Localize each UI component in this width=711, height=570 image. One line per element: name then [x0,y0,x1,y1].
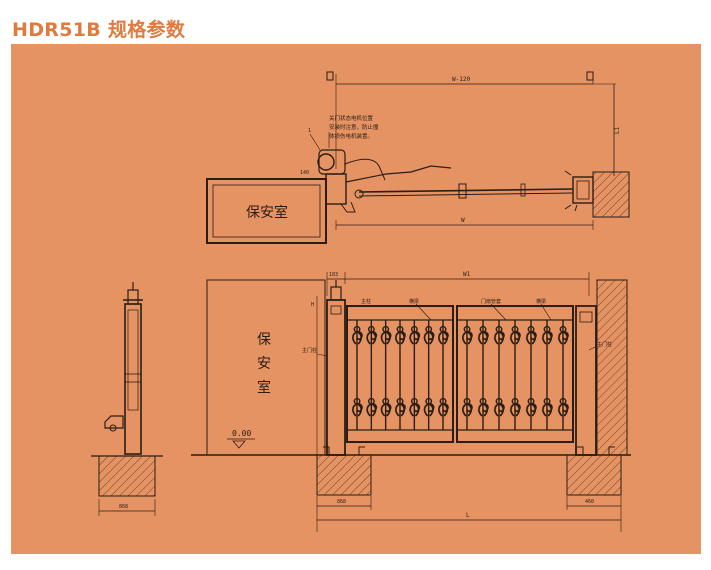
page-title: HDR51B 规格参数 [12,19,186,41]
dim-183-label: 183 [329,272,338,278]
plan-guard-room [206,178,327,244]
dim-868b-label: 868 [337,499,346,505]
side-foundation [98,455,156,497]
dim-868a-label: 868 [119,504,128,510]
elevation-guard-room-char-1: 保 [257,332,271,348]
left-main-column [326,299,346,456]
label-door-column-right: 主门柱 [597,341,612,348]
note-line-3: 体损伤电机装置。 [329,132,373,140]
right-wall [596,279,628,456]
dim-w1-label: W1 [463,271,471,278]
dim-l1-label: L1 [614,126,621,134]
right-foundation-plan [592,171,630,218]
plan-view: 保安室 W-120 L1 140 1 关门状态电 [206,71,630,244]
right-foundation [566,454,622,496]
left-foundation [316,454,372,496]
level-marker-icon [232,440,246,449]
callout-1: 1 [308,128,311,134]
post-marker-left [326,71,334,81]
gate-bars-left [352,320,449,430]
dim-140-label: 140 [300,170,309,176]
lamp-icon [330,286,342,301]
gate-specification-drawing: 保安室 W-120 L1 140 1 关门状态电 [91,71,631,532]
post-marker-right [586,71,594,81]
label-gate-tube: 门扇管套 [481,298,501,305]
label-beam-b: 横梁 [536,298,546,305]
dim-460-label: 460 [585,499,594,505]
side-view: 868 [91,282,163,516]
dim-w120-label: W-120 [452,76,470,83]
label-door-column: 主门柱 [302,347,317,354]
dim-l-label: L [466,512,470,519]
elevation-guard-room-char-2: 安 [257,356,271,372]
level-label: 0.00 [232,429,251,438]
gate-bars-right [462,320,569,430]
gate-leaf-right [456,305,574,443]
side-post [124,303,142,455]
note-line-2: 安装时注意，防止撞 [329,123,379,131]
gate-leaf-left [346,305,454,443]
plan-guard-room-label: 保安室 [246,204,288,221]
dim-h-label: H [311,302,314,308]
side-lamp-icon [127,289,139,305]
left-post-plan [325,173,347,205]
front-elevation: 保 安 室 0.00 183 W1 H [191,271,631,532]
motor-icon [317,153,335,171]
drawing-sheet: 保安室 W-120 L1 140 1 关门状态电 [11,44,701,554]
dim-w-label: W [461,217,465,224]
label-main-column: 主柱 [361,298,371,305]
elevation-guard-room-char-3: 室 [257,379,271,396]
side-motor-icon [104,415,124,429]
right-main-column [575,305,597,456]
right-post-plan [572,176,594,204]
note-line-1: 关门状态电机位置 [329,114,374,122]
label-beam-a: 横梁 [409,298,419,305]
